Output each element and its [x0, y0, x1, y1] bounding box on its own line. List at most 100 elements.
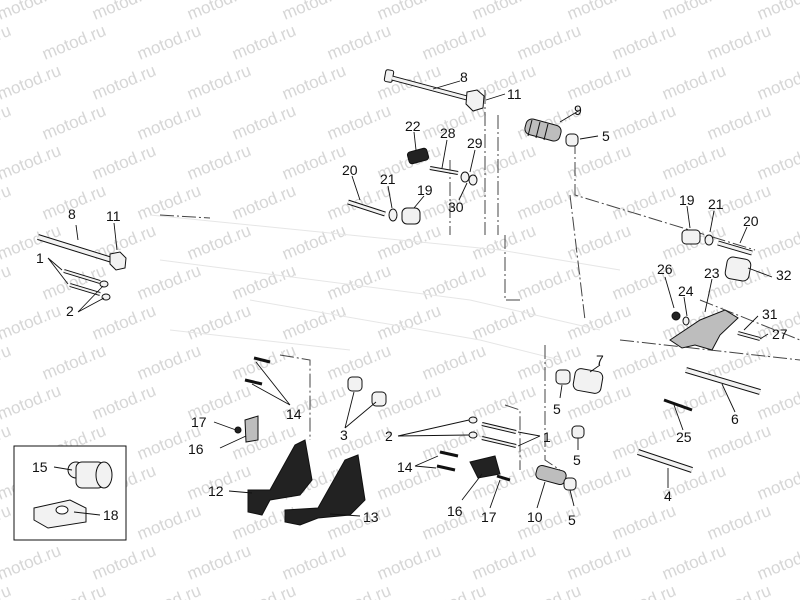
callout-17-center: 17 [481, 509, 497, 525]
callout-19-right: 19 [679, 192, 695, 208]
callout-9: 9 [574, 102, 582, 118]
callout-29: 29 [467, 135, 483, 151]
watermark-text: motod.ru [754, 461, 800, 504]
watermark-text: motod.ru [184, 141, 253, 184]
washer-21-right [704, 234, 714, 246]
callout-8: 8 [460, 69, 468, 85]
callout-28: 28 [440, 125, 456, 141]
watermark-text: motod.ru [0, 301, 64, 344]
bushing-7 [572, 368, 604, 394]
watermark-text: motod.ru [0, 581, 14, 600]
watermark-text: motod.ru [469, 221, 538, 264]
callout-24: 24 [678, 283, 694, 299]
watermark-text: motod.ru [39, 21, 108, 64]
watermark-text: motod.ru [39, 581, 108, 600]
watermark-text: motod.ru [564, 61, 633, 104]
watermark-text: motod.ru [469, 381, 538, 424]
callout-11-left: 11 [106, 208, 121, 224]
parts [37, 69, 761, 526]
watermark-text: motod.ru [704, 501, 773, 544]
callout-5-bottom: 5 [568, 512, 576, 528]
callout-16-left: 16 [188, 441, 204, 457]
callout-14-center: 14 [397, 459, 413, 475]
watermark-text: motod.ru [324, 101, 393, 144]
watermark-text: motod.ru [39, 341, 108, 384]
watermark-text: motod.ru [134, 101, 203, 144]
watermark-text: motod.ru [659, 61, 728, 104]
watermark-text: motod.ru [754, 141, 800, 184]
watermark-text: motod.ru [0, 101, 14, 144]
watermark-text: motod.ru [134, 501, 203, 544]
bolt-6 [685, 367, 761, 395]
watermark-text: motod.ru [324, 181, 393, 224]
watermark-text: motod.ru [0, 21, 14, 64]
washer-24 [682, 316, 690, 326]
bushing-15 [67, 461, 113, 489]
watermark-text: motod.ru [279, 541, 348, 584]
watermark-text: motod.ru [184, 61, 253, 104]
watermark-text: motod.ru [134, 341, 203, 384]
callout-5-mid: 5 [553, 401, 561, 417]
callout-labels: 8 11 9 5 22 28 29 20 21 19 30 8 11 1 2 1… [32, 69, 792, 528]
callout-13: 13 [363, 509, 379, 525]
callout-30: 30 [448, 199, 464, 215]
screws-14-left [244, 356, 271, 386]
bracket-13 [284, 454, 366, 526]
watermark-text: motod.ru [89, 381, 158, 424]
callout-26: 26 [657, 261, 673, 277]
clamp-16-center [469, 455, 501, 479]
watermark-text: motod.ru [229, 21, 298, 64]
clamp-16-left [234, 415, 259, 443]
watermark-text: motod.ru [704, 101, 773, 144]
inset-box [13, 445, 127, 541]
bracket-12 [247, 439, 313, 516]
bushing-5-mid [555, 369, 571, 385]
nut-11-left [109, 251, 127, 271]
callout-5: 5 [602, 128, 610, 144]
bolts-1-center [481, 422, 517, 448]
screw-26 [671, 311, 681, 321]
callout-16-center: 16 [447, 503, 463, 519]
bushing-9 [524, 118, 562, 142]
bolt-20-left [347, 199, 386, 217]
watermark-text: motod.ru [374, 301, 443, 344]
watermark-text: motod.ru [609, 501, 678, 544]
watermark-text: motod.ru [229, 181, 298, 224]
watermark-text: motod.ru [659, 541, 728, 584]
watermark-text: motod.ru [89, 141, 158, 184]
watermark-text: motod.ru [0, 501, 14, 544]
bushing-32 [724, 256, 752, 282]
watermark-text: motod.ru [469, 541, 538, 584]
pin-28 [429, 166, 459, 175]
watermark-text: motod.ru [229, 261, 298, 304]
watermark-text: motod.ru [134, 581, 203, 600]
watermark-text: motod.ru [514, 181, 583, 224]
watermark-text: motod.ru [514, 341, 583, 384]
watermark-text: motod.ru [0, 541, 64, 584]
bushing-5-lower [571, 425, 585, 439]
watermark-text: motod.ru [374, 541, 443, 584]
watermark-text: motod.ru [419, 581, 488, 600]
watermark-text: motod.ru [609, 21, 678, 64]
watermark-text: motod.ru [0, 61, 64, 104]
nut-11-top [465, 89, 485, 112]
watermark-text: motod.ru [229, 341, 298, 384]
watermark-text: motod.ru [609, 101, 678, 144]
plate-18 [33, 499, 87, 529]
watermark-text: motod.ru [564, 301, 633, 344]
watermark-text: motod.ru [279, 221, 348, 264]
bolt-8-top [383, 69, 468, 101]
watermark-text: motod.ru [279, 141, 348, 184]
watermark-text: motod.ru [324, 421, 393, 464]
callout-19: 19 [417, 182, 433, 198]
callout-2-center: 2 [385, 428, 393, 444]
watermark-text: motod.ru [754, 61, 800, 104]
screw-17-center [496, 474, 511, 482]
watermark-text: motod.ru [419, 421, 488, 464]
watermark-text: motod.ru [609, 421, 678, 464]
spring-22 [406, 147, 430, 165]
callout-23: 23 [704, 265, 720, 281]
shield-23 [669, 309, 739, 351]
watermark-text: motod.ru [419, 261, 488, 304]
